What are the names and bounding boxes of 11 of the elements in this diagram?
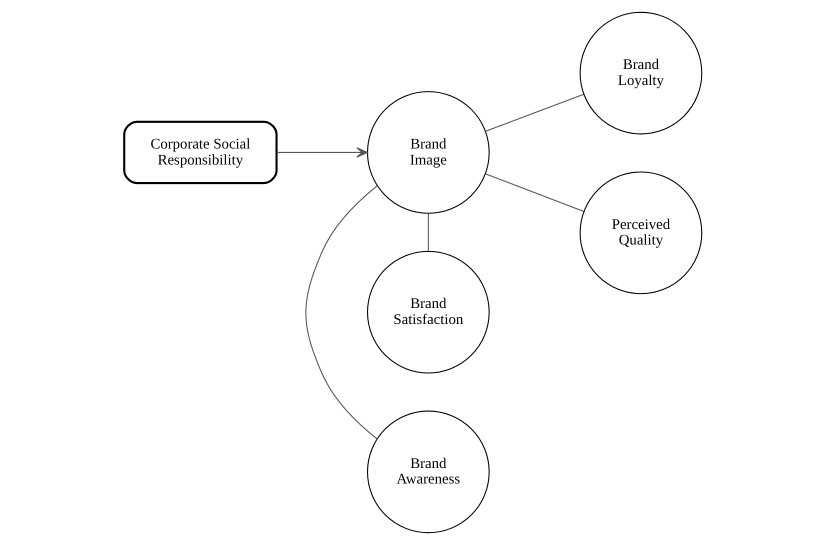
connector [484,173,584,212]
node-circle: Perceived Quality [579,171,702,294]
node-circle: Brand Awareness [366,410,490,534]
connector [304,185,378,440]
arrow [276,147,368,158]
connector [427,213,428,252]
node-circle: Brand Loyalty [579,12,702,134]
node-box: Corporate Social Responsibility [122,120,278,184]
node-circle: Brand Image [366,91,490,214]
node-circle: Brand Satisfaction [366,250,490,374]
connector [484,94,584,132]
